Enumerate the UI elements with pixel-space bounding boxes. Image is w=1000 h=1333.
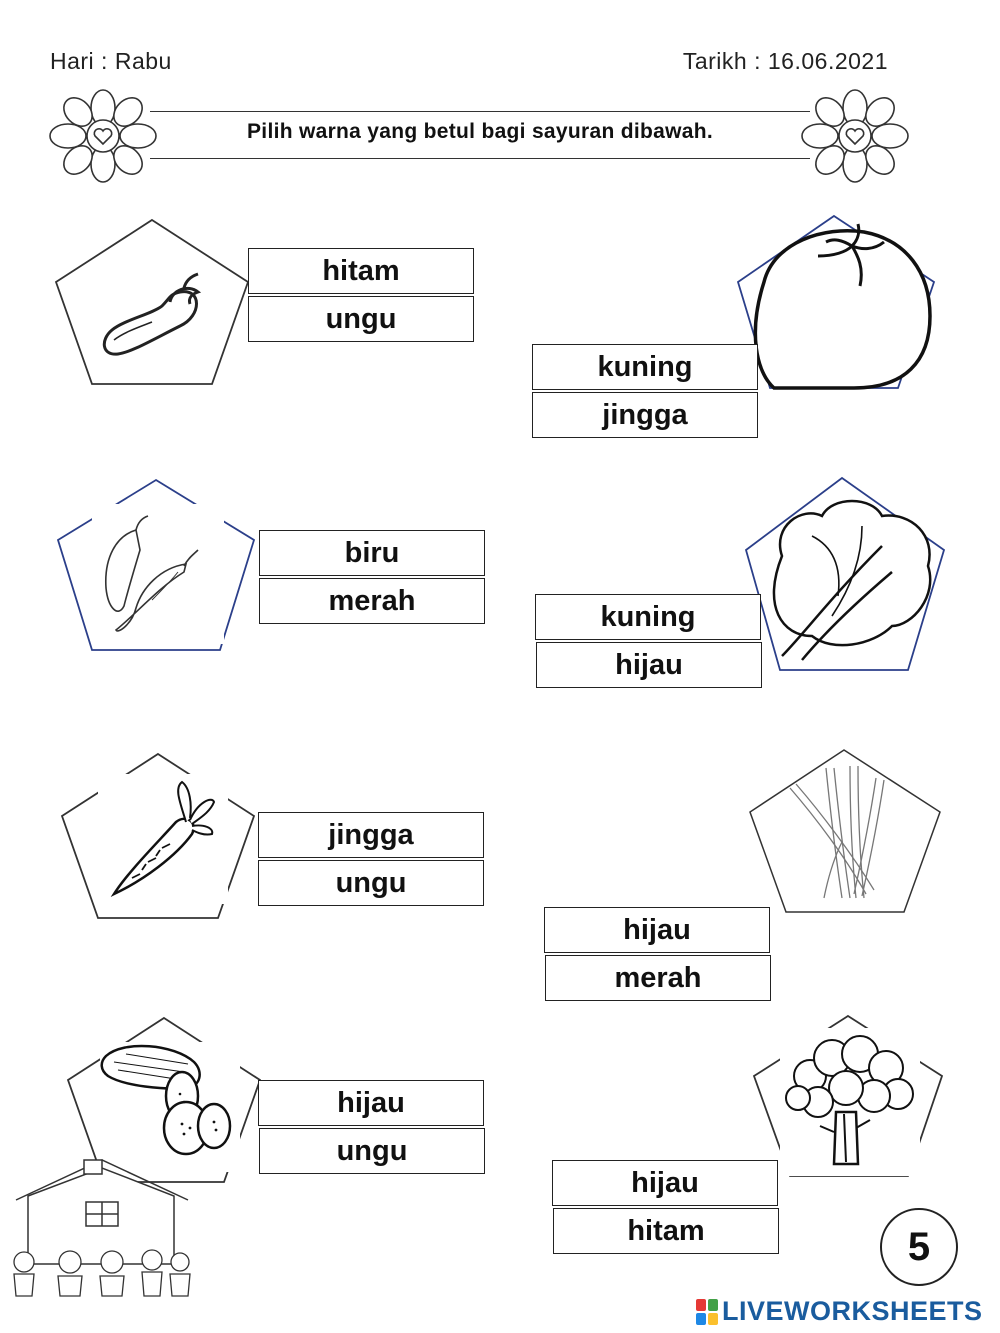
option-button[interactable]: kuning — [532, 344, 758, 390]
long-beans-icon — [749, 749, 941, 913]
option-button[interactable]: ungu — [259, 1128, 485, 1174]
day-label: Hari : Rabu — [50, 48, 172, 74]
date-label: Tarikh : 16.06.2021 — [682, 48, 888, 74]
logo-mark-icon — [696, 1298, 718, 1325]
liveworksheets-logo: LIVEWORKSHEETS — [696, 1296, 983, 1327]
option-button[interactable]: merah — [545, 955, 771, 1001]
mustard-greens-icon — [744, 476, 946, 671]
banner-bottom-line — [150, 158, 810, 159]
option-button[interactable]: merah — [259, 578, 485, 624]
option-button[interactable]: hijau — [544, 907, 770, 953]
option-button[interactable]: hitam — [553, 1208, 779, 1254]
page-number-badge: 5 — [880, 1208, 958, 1286]
option-button[interactable]: kuning — [535, 594, 761, 640]
option-button[interactable]: hitam — [248, 248, 474, 294]
eggplant-icon — [54, 218, 250, 385]
tomato-icon — [736, 214, 936, 390]
option-button[interactable]: hijau — [552, 1160, 778, 1206]
option-button[interactable]: ungu — [258, 860, 484, 906]
option-button[interactable]: hijau — [536, 642, 762, 688]
option-button[interactable]: jingga — [258, 812, 484, 858]
watermark-text: LIVEWORKSHEETS — [722, 1296, 983, 1326]
option-button[interactable]: biru — [259, 530, 485, 576]
option-button[interactable]: jingga — [532, 392, 758, 438]
option-button[interactable]: hijau — [258, 1080, 484, 1126]
instruction-text: Pilih warna yang betul bagi sayuran diba… — [247, 120, 713, 143]
flower-right-icon — [801, 89, 909, 183]
banner-top-line — [150, 111, 810, 112]
chili-icon — [56, 478, 256, 651]
broccoli-icon — [752, 1014, 944, 1177]
cucumber-icon — [66, 1016, 262, 1183]
flower-left-icon — [49, 89, 157, 183]
carrot-icon — [60, 752, 256, 919]
option-button[interactable]: ungu — [248, 296, 474, 342]
school-children-icon — [13, 1159, 191, 1297]
